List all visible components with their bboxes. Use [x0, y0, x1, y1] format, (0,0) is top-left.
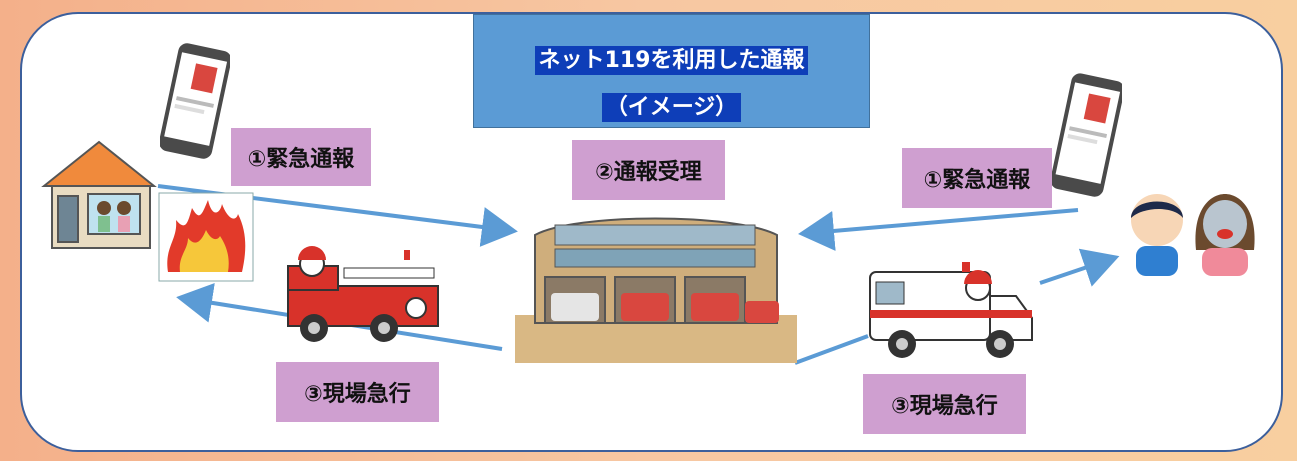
- fire-icon: [158, 192, 254, 282]
- arrow-station-to-victim: [794, 334, 869, 365]
- label-emergency-call-left: ①緊急通報: [231, 128, 371, 186]
- ambulance-icon: [869, 262, 1033, 358]
- title-line2: （イメージ）: [601, 93, 742, 122]
- injured-person-icon: [1131, 194, 1183, 276]
- label-emergency-call-right: ①緊急通報: [902, 148, 1052, 208]
- arrow-ambulance-to-victim: [1039, 248, 1120, 287]
- label-dispatch-left: ③現場急行: [276, 362, 439, 422]
- title-line1: ネット119を利用した通報: [534, 46, 809, 75]
- arrow-victim-to-station: [798, 208, 1079, 251]
- label-dispatch-right: ③現場急行: [863, 374, 1026, 434]
- fire-station-icon: [515, 217, 797, 363]
- label-reception: ②通報受理: [572, 140, 725, 200]
- smartphone-right-icon: [1052, 73, 1122, 197]
- house-icon: [41, 140, 157, 249]
- title-box: ネット119を利用した通報 （イメージ）: [473, 14, 870, 128]
- worried-woman-icon: [1195, 194, 1255, 276]
- smartphone-left-icon: [160, 43, 230, 159]
- fire-engine-icon: [287, 246, 439, 342]
